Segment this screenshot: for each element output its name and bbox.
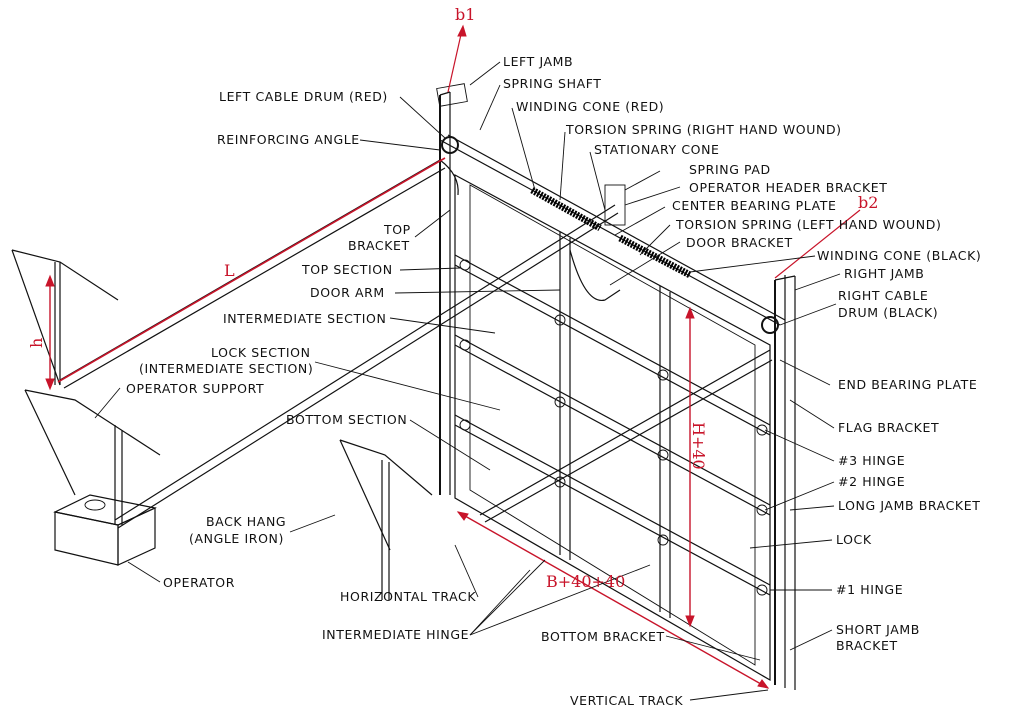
dim-h: h	[27, 338, 46, 348]
label-top-section: TOP SECTION	[301, 262, 393, 277]
dim-H: H+40	[689, 422, 708, 470]
label-operator: OPERATOR	[163, 575, 235, 590]
label-right-cable-drum-1: RIGHT CABLE	[838, 288, 928, 303]
label-lock-section-2: (INTERMEDIATE SECTION)	[139, 361, 313, 376]
label-torsion-spring-rhw: TORSION SPRING (RIGHT HAND WOUND)	[565, 122, 842, 137]
label-long-jamb-bracket: LONG JAMB BRACKET	[838, 498, 980, 513]
label-hinge-3: #3 HINGE	[838, 453, 905, 468]
label-short-jamb-bracket-1: SHORT JAMB	[836, 622, 920, 637]
door-panel-shape	[454, 173, 771, 682]
labels: LEFT JAMB SPRING SHAFT LEFT CABLE DRUM (…	[126, 54, 981, 708]
dim-B: B+40+40	[546, 572, 625, 591]
label-back-hang-1: BACK HANG	[206, 514, 286, 529]
dim-b2: b2	[858, 193, 878, 212]
label-lock: LOCK	[836, 532, 872, 547]
label-operator-support: OPERATOR SUPPORT	[126, 381, 264, 396]
back-hang-right-shape	[339, 439, 433, 600]
label-lock-section-1: LOCK SECTION	[211, 345, 311, 360]
operator-box-shape	[53, 494, 157, 566]
label-back-hang-2: (ANGLE IRON)	[189, 531, 284, 546]
back-hang-mid-shape	[24, 389, 161, 525]
label-hinge-2: #2 HINGE	[838, 474, 905, 489]
right-jamb-shape	[774, 275, 796, 690]
dimension-lines	[45, 24, 861, 689]
label-short-jamb-bracket-2: BRACKET	[836, 638, 898, 653]
label-bottom-section: BOTTOM SECTION	[286, 412, 407, 427]
door-arm-shape	[569, 249, 621, 301]
label-end-bearing-plate: END BEARING PLATE	[838, 377, 977, 392]
label-center-bearing-plate: CENTER BEARING PLATE	[672, 198, 836, 213]
label-right-jamb: RIGHT JAMB	[844, 266, 924, 281]
label-bottom-bracket: BOTTOM BRACKET	[541, 629, 665, 644]
label-intermediate-section: INTERMEDIATE SECTION	[223, 311, 386, 326]
label-door-bracket: DOOR BRACKET	[686, 235, 793, 250]
label-left-cable-drum: LEFT CABLE DRUM (RED)	[219, 89, 388, 104]
label-vertical-track: VERTICAL TRACK	[570, 693, 683, 708]
label-stationary-cone: STATIONARY CONE	[594, 142, 720, 157]
label-torsion-spring-lhw: TORSION SPRING (LEFT HAND WOUND)	[675, 217, 941, 232]
label-left-jamb: LEFT JAMB	[503, 54, 573, 69]
back-hang-left-shape	[11, 249, 119, 386]
leader-lines	[94, 61, 841, 701]
label-winding-cone-red: WINDING CONE (RED)	[516, 99, 664, 114]
label-operator-header-bracket: OPERATOR HEADER BRACKET	[689, 180, 888, 195]
dim-b1: b1	[455, 5, 475, 24]
label-spring-shaft: SPRING SHAFT	[503, 76, 602, 91]
horizontal-tracks-shape	[59, 159, 773, 529]
label-flag-bracket: FLAG BRACKET	[838, 420, 939, 435]
label-spring-pad: SPRING PAD	[689, 162, 771, 177]
label-top-bracket-2: BRACKET	[348, 238, 410, 253]
label-hinge-1: #1 HINGE	[836, 582, 903, 597]
label-door-arm: DOOR ARM	[310, 285, 385, 300]
dimension-labels: b1 b2 L h H+40 B+40+40	[27, 5, 878, 591]
label-right-cable-drum-2: DRUM (BLACK)	[838, 305, 938, 320]
label-winding-cone-black: WINDING CONE (BLACK)	[817, 248, 981, 263]
dim-L: L	[224, 261, 235, 280]
label-horizontal-track: HORIZONTAL TRACK	[340, 589, 476, 604]
label-top-bracket-1: TOP	[383, 222, 411, 237]
label-reinforcing-angle: REINFORCING ANGLE	[217, 132, 360, 147]
label-intermediate-hinge: INTERMEDIATE HINGE	[322, 627, 469, 642]
